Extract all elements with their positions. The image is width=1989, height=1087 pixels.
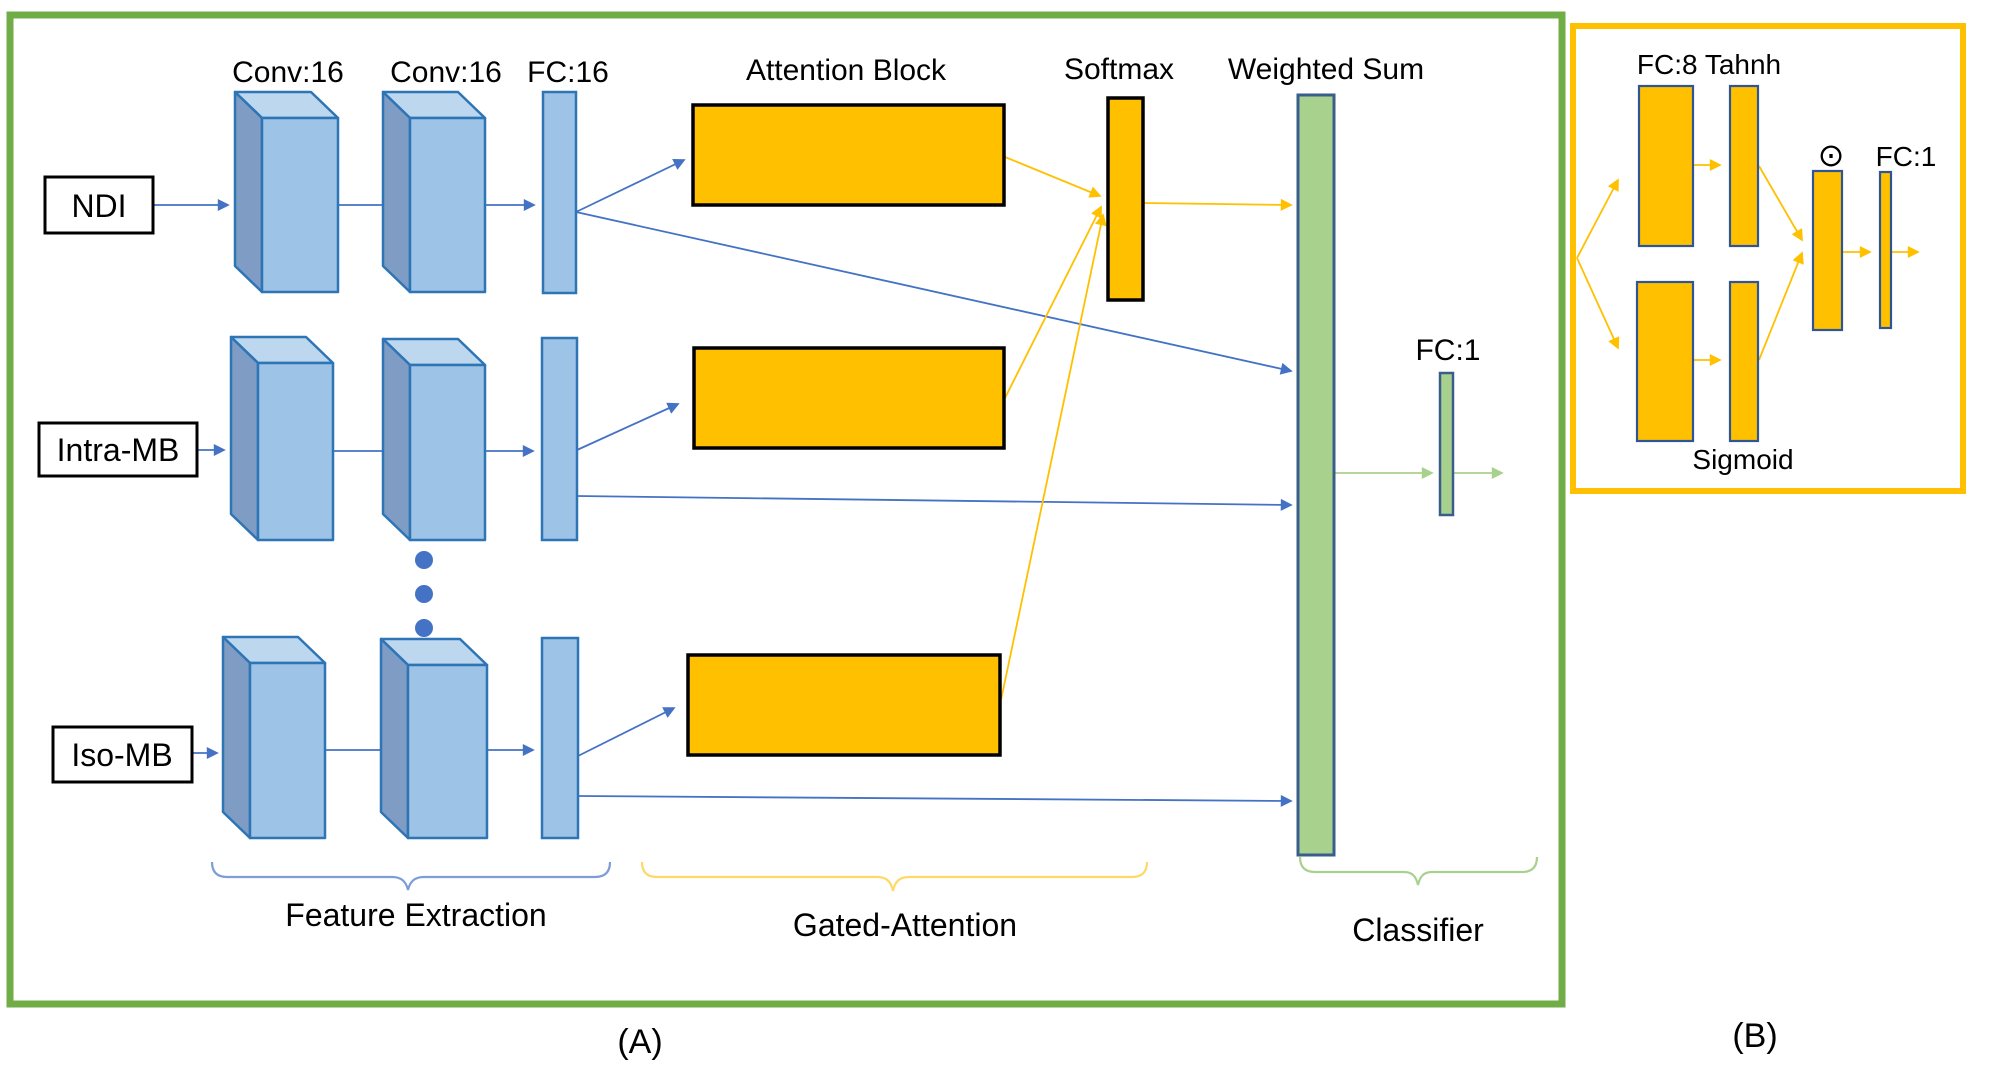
feature-extraction-label: Feature Extraction [285, 897, 546, 933]
fc8-tanh-layer-top [1637, 84, 1695, 248]
fc1-layer-b [1878, 170, 1893, 330]
softmax-bar [1106, 96, 1145, 302]
ellipsis-dots-icon [415, 551, 433, 637]
sigmoid-label: Sigmoid [1692, 444, 1793, 475]
iso-mb-label: Iso-MB [71, 737, 172, 773]
product-layer [1811, 169, 1844, 332]
panel-b-caption: (B) [1732, 1017, 1777, 1055]
classifier-label: Classifier [1352, 912, 1484, 948]
input-boxes: NDI Intra-MB Iso-MB [37, 175, 199, 784]
weighted-sum-bar [1296, 93, 1336, 857]
classifier-brace [1298, 856, 1539, 886]
fc16-bar [540, 336, 579, 542]
panel-a-caption: (A) [617, 1023, 662, 1061]
attention-block-label: Attention Block [746, 54, 947, 87]
attention-block-1 [691, 103, 1006, 207]
intra-mb-label: Intra-MB [57, 432, 180, 468]
panel-b-layers [1635, 84, 1893, 443]
conv-box [381, 90, 487, 294]
sigmoid-out-layer [1728, 280, 1760, 443]
conv2-column-label: Conv:16 [390, 56, 502, 89]
iso-mb-box [51, 725, 194, 784]
fc8-sigmoid-layer-bottom [1635, 280, 1695, 443]
fc16-bar [541, 90, 578, 295]
attention-block-3 [686, 653, 1002, 757]
gated-attention-label: Gated-Attention [793, 907, 1017, 943]
fc1-label: FC:1 [1415, 334, 1480, 367]
gated-attention-brace [640, 861, 1149, 892]
panel-b-arrows [1576, 159, 1920, 366]
blue-arrows [153, 159, 1293, 807]
conv-box [229, 335, 335, 542]
panel-b-frame [1570, 23, 1966, 494]
ndi-box [43, 175, 155, 235]
weighted-sum-label: Weighted Sum [1228, 53, 1424, 86]
tanh-out-layer [1728, 84, 1760, 248]
conv-box [381, 337, 487, 542]
fc16-column-label: FC:16 [527, 56, 609, 89]
conv1-column-label: Conv:16 [232, 56, 344, 89]
fc16-bar [540, 636, 580, 840]
attention-block-2 [692, 346, 1006, 450]
elementwise-product-icon: ⊙ [1818, 136, 1845, 174]
softmax-label: Softmax [1064, 53, 1174, 86]
feature-extraction-brace [210, 861, 612, 891]
conv-box [379, 637, 489, 840]
panel-a-frame [6, 11, 1566, 1008]
fc1-label-b: FC:1 [1876, 141, 1937, 172]
ndi-label: NDI [71, 188, 126, 224]
conv-box [221, 635, 327, 840]
attention-arrows [1000, 156, 1293, 701]
fc1-bar [1438, 371, 1455, 517]
conv-box [233, 90, 340, 294]
intra-mb-box [37, 421, 199, 478]
fc8-tahnh-label: FC:8 Tahnh [1637, 49, 1781, 80]
